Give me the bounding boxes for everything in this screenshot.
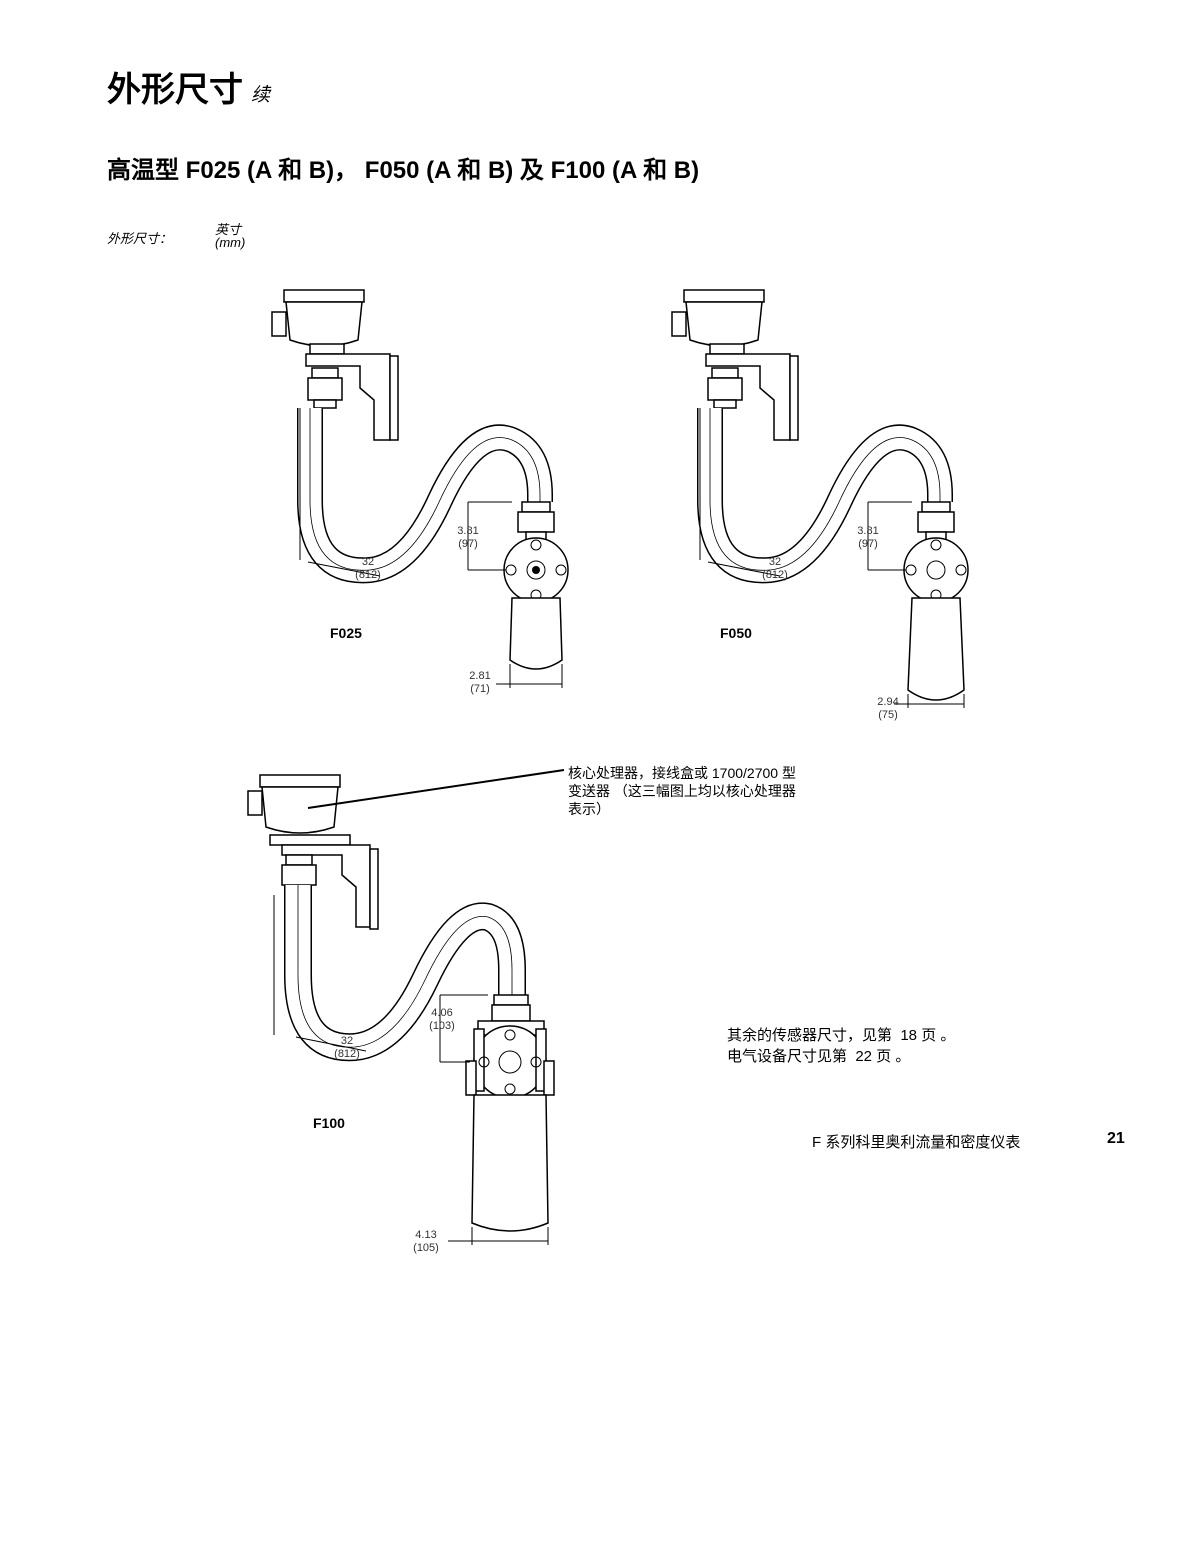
bracket-plate xyxy=(389,355,399,441)
flange-bore xyxy=(498,1050,522,1074)
dim-length-value: 32 xyxy=(361,556,375,568)
callout-leader-line xyxy=(307,769,565,809)
bolt-hole xyxy=(504,1083,516,1095)
dim-length-mm: (812) xyxy=(334,1048,360,1060)
bracket-plate xyxy=(789,355,799,441)
dim-height-f025: 3.81 (97) xyxy=(448,525,488,551)
footer-document-title: F 系列科里奥利流量和密度仪表 xyxy=(812,1134,1021,1151)
flange-bore xyxy=(526,560,546,580)
dim-length-mm: (812) xyxy=(355,569,381,581)
page-title-suffix: 续 xyxy=(251,85,271,106)
conduit-port xyxy=(247,790,263,816)
bolt-hole xyxy=(504,1029,516,1041)
callout-line: 表示） xyxy=(568,801,610,817)
dim-length-mm: (812) xyxy=(762,569,788,581)
dim-height-value: 3.81 xyxy=(457,525,479,537)
section-heading: 高温型 F025 (A 和 B)， F050 (A 和 B) 及 F100 (A… xyxy=(107,157,700,184)
tube-centerline xyxy=(309,408,541,571)
drawing-f050: 3.81 (97) 32 (812) 2.94 (75) F050 xyxy=(650,280,1010,740)
tube-centerline xyxy=(297,885,513,1048)
page-number: 21 xyxy=(1107,1130,1125,1147)
fitting-ring xyxy=(313,399,337,409)
sensor-drawing-f025 xyxy=(271,289,569,688)
dim-width-value: 2.81 xyxy=(469,670,491,682)
dim-width-mm: (105) xyxy=(413,1242,439,1254)
dim-height-mm: (103) xyxy=(429,1020,455,1032)
sensor-case xyxy=(509,597,563,670)
dim-height-mm: (97) xyxy=(858,538,878,550)
drawing-f025: 32 (812) 3.81 (97) 2.81 (71) F025 xyxy=(250,280,610,740)
figure-label-f025: F025 xyxy=(330,625,362,641)
dim-width-mm: (71) xyxy=(470,683,490,695)
dim-height-f100: 4.06 (103) xyxy=(422,1007,462,1033)
bolt-hole xyxy=(530,539,542,551)
drawing-f100: 4.06 (103) 32 (812) 4.13 (105) F100 xyxy=(230,765,590,1265)
core-processor-housing xyxy=(261,786,339,834)
dim-width-mm: (75) xyxy=(878,709,898,721)
case-lug-right xyxy=(543,1060,555,1096)
units-secondary: (mm) xyxy=(215,235,246,250)
bolt-hole xyxy=(930,539,942,551)
dim-length-f025: 32 (812) xyxy=(348,556,388,582)
conduit-port xyxy=(271,311,287,337)
page-title: 外形尺寸续 xyxy=(107,62,270,111)
case-lug-left xyxy=(465,1060,477,1096)
dim-width-value: 4.13 xyxy=(415,1229,437,1241)
units-primary: 英寸 xyxy=(215,222,242,237)
dim-width-f025: 2.81 (71) xyxy=(460,670,500,696)
dim-length-value: 32 xyxy=(340,1035,354,1047)
callout-line: 变送器 （这三幅图上均以核心处理器 xyxy=(568,783,796,799)
core-processor-callout: 核心处理器，接线盒或 1700/2700 型 变送器 （这三幅图上均以核心处理器… xyxy=(568,764,838,818)
dim-height-value: 4.06 xyxy=(431,1007,453,1019)
dim-width-value: 2.94 xyxy=(877,696,899,708)
conduit-port xyxy=(671,311,687,337)
bracket-plate xyxy=(369,848,379,930)
flange-bore xyxy=(926,560,946,580)
figure-label-f050: F050 xyxy=(720,625,752,641)
reference-note-line: 电气设备尺寸见第 22 页 。 xyxy=(727,1048,911,1065)
tube-centerline xyxy=(709,408,941,571)
reference-note-line: 其余的传感器尺寸，见第 18 页 。 xyxy=(727,1027,956,1044)
fitting-ring xyxy=(713,399,737,409)
units-label: 外形尺寸： xyxy=(107,231,173,246)
sensor-drawing-f100 xyxy=(247,774,555,1245)
dim-length-f050: 32 (812) xyxy=(755,556,795,582)
figure-label-f100: F100 xyxy=(313,1115,345,1131)
dim-width-f050: 2.94 (75) xyxy=(868,696,908,722)
sensor-case xyxy=(471,1094,549,1232)
bolt-hole xyxy=(555,564,567,576)
dim-length-value: 32 xyxy=(768,556,782,568)
sensor-case xyxy=(907,597,965,701)
flange-bore-center xyxy=(532,566,540,574)
bolt-hole xyxy=(955,564,967,576)
dim-length-f100: 32 (812) xyxy=(327,1035,367,1061)
dim-width-f100: 4.13 (105) xyxy=(406,1229,446,1255)
callout-line: 核心处理器，接线盒或 1700/2700 型 xyxy=(568,765,796,781)
page-title-text: 外形尺寸 xyxy=(107,71,243,109)
bolt-hole xyxy=(478,1056,490,1068)
bolt-hole xyxy=(530,1056,542,1068)
reference-note: 其余的传感器尺寸，见第 18 页 。 电气设备尺寸见第 22 页 。 xyxy=(727,1025,955,1067)
dim-height-value: 3.81 xyxy=(857,525,879,537)
dim-height-mm: (97) xyxy=(458,538,478,550)
dim-height-f050: 3.81 (97) xyxy=(848,525,888,551)
sensor-drawing-f050 xyxy=(671,289,969,708)
